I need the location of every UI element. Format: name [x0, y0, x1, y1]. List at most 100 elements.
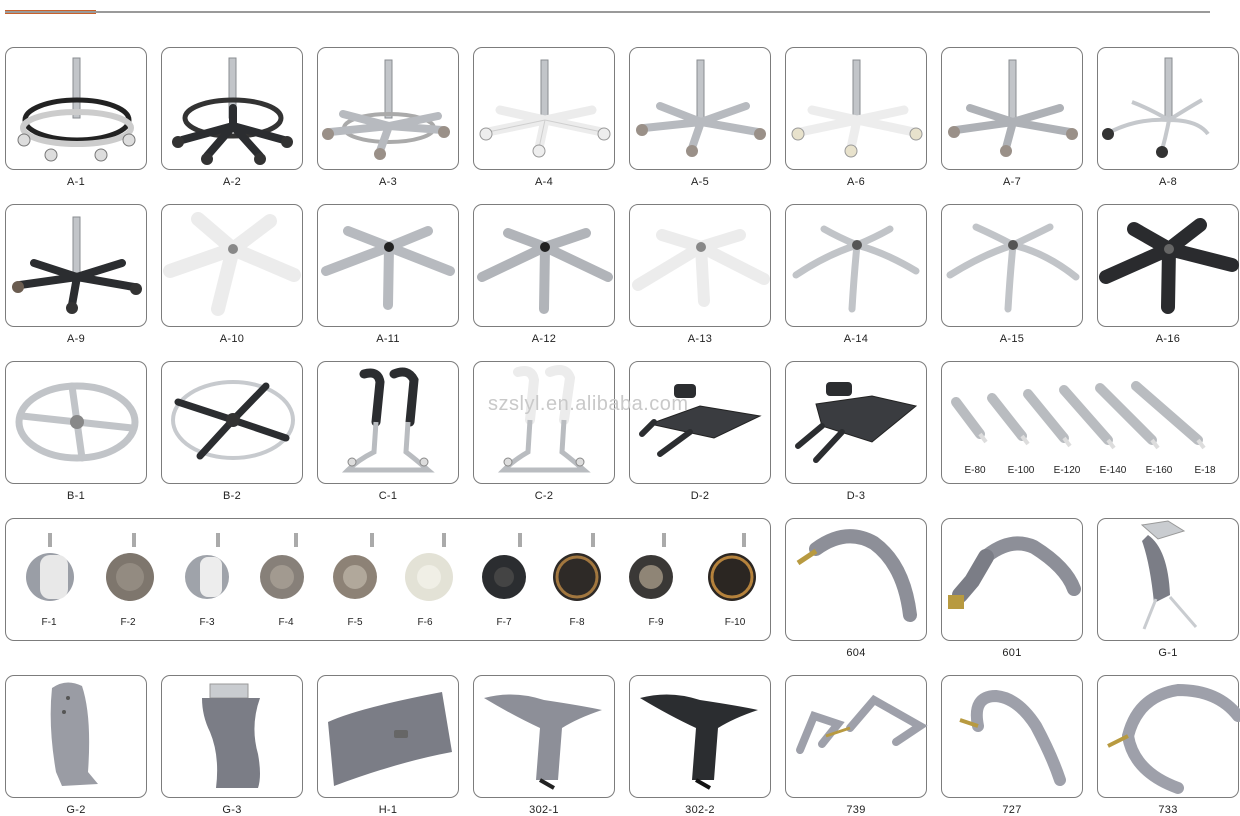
header-rule [5, 11, 1210, 13]
caster-label: F-1 [41, 617, 57, 628]
product-label: A-4 [534, 176, 554, 188]
product-label: B-2 [222, 490, 242, 502]
product-card-a1[interactable] [5, 47, 147, 170]
product-label: A-2 [222, 176, 242, 188]
product-card-b2[interactable] [161, 361, 303, 484]
chair-base-icon [946, 223, 1080, 313]
product-label: 302-1 [529, 804, 559, 816]
product-label: A-15 [999, 333, 1025, 345]
product-card-601[interactable] [941, 518, 1083, 641]
product-label: D-2 [690, 490, 710, 502]
product-label: G-3 [222, 804, 242, 816]
product-card-a8[interactable] [1097, 47, 1239, 170]
product-label: A-1 [66, 176, 86, 188]
product-label: C-2 [534, 490, 554, 502]
product-card-a7[interactable] [941, 47, 1083, 170]
product-card-a2[interactable] [161, 47, 303, 170]
product-label: B-1 [66, 490, 86, 502]
product-card-302-1[interactable] [473, 675, 615, 798]
product-card-a14[interactable] [785, 204, 927, 327]
product-card-a9[interactable] [5, 204, 147, 327]
caster-label: F-8 [569, 617, 585, 628]
chair-base-icon [322, 59, 450, 160]
seat-pad-icon [328, 692, 452, 786]
product-label: A-10 [219, 333, 245, 345]
chair-base-icon [791, 59, 923, 158]
backrest-bracket-icon [202, 683, 260, 788]
product-label: A-8 [1158, 176, 1178, 188]
foot-ring-icon [15, 382, 139, 462]
product-label: A-14 [843, 333, 869, 345]
product-card-a12[interactable] [473, 204, 615, 327]
product-label: 739 [846, 804, 866, 816]
gas-lift-cylinders-icon [951, 381, 1206, 450]
product-label: 601 [1002, 647, 1022, 659]
caster-wheels-icon [26, 533, 756, 601]
product-card-c1[interactable] [317, 361, 459, 484]
product-card-a13[interactable] [629, 204, 771, 327]
caster-label: F-5 [347, 617, 363, 628]
product-card-a5[interactable] [629, 47, 771, 170]
gas-lift-label: E-140 [1099, 465, 1127, 476]
chair-base-icon [477, 228, 613, 314]
product-label: A-12 [531, 333, 557, 345]
caster-label: F-4 [278, 617, 294, 628]
backrest-bracket-icon [1140, 520, 1198, 630]
product-card-a4[interactable] [473, 47, 615, 170]
product-card-g1[interactable] [1097, 518, 1239, 641]
chair-mechanism-icon [639, 384, 762, 457]
gas-lift-label: E-18 [1194, 465, 1216, 476]
armrest-icon [484, 694, 602, 790]
gas-lift-label: E-80 [964, 465, 986, 476]
armrest-icon [640, 694, 758, 790]
product-card-g2[interactable] [5, 675, 147, 798]
product-label: A-11 [376, 333, 400, 345]
product-card-739[interactable] [785, 675, 928, 798]
product-label: G-2 [66, 804, 86, 816]
product-card-a10[interactable] [161, 204, 303, 327]
product-card-a3[interactable] [317, 47, 459, 170]
product-card-h1[interactable] [317, 675, 459, 798]
product-card-a6[interactable] [785, 47, 927, 170]
product-label: H-1 [378, 804, 398, 816]
product-label: A-9 [66, 333, 86, 345]
product-card-gas-lifts[interactable]: E-80 E-100 E-120 E-140 E-160 E-18 [941, 361, 1239, 484]
caster-label: F-6 [417, 617, 433, 628]
armrest-icon [796, 694, 928, 754]
chair-base-icon [1099, 218, 1239, 314]
product-label: 727 [1002, 804, 1022, 816]
product-card-733[interactable] [1097, 675, 1240, 798]
armrest-bracket-icon [341, 367, 435, 473]
chair-base-icon [172, 57, 293, 165]
chair-base-icon [17, 57, 136, 162]
product-card-604[interactable] [785, 518, 927, 641]
product-card-727[interactable] [941, 675, 1083, 798]
product-label: A-16 [1155, 333, 1181, 345]
armrest-icon [959, 689, 1066, 786]
caster-label: F-9 [648, 617, 664, 628]
product-label: D-3 [846, 490, 866, 502]
product-card-a11[interactable] [317, 204, 459, 327]
watermark: szslyl.en.alibaba.com [488, 393, 689, 415]
chair-base-icon [163, 212, 301, 316]
product-card-a16[interactable] [1097, 204, 1239, 327]
product-label: 604 [846, 647, 866, 659]
product-card-g3[interactable] [161, 675, 303, 798]
product-card-a15[interactable] [941, 204, 1083, 327]
chair-base-icon [632, 229, 770, 307]
product-card-c2[interactable] [473, 361, 615, 484]
product-label: A-6 [846, 176, 866, 188]
product-label: A-3 [378, 176, 398, 188]
product-label: 302-2 [685, 804, 715, 816]
product-card-d3[interactable] [785, 361, 927, 484]
chair-base-icon [12, 216, 142, 314]
product-card-d2[interactable] [629, 361, 771, 484]
chair-base-icon [948, 59, 1078, 157]
product-card-casters[interactable]: F-1 F-2 F-3 F-4 F-5 F-6 F-7 F-8 F-9 F-10 [5, 518, 771, 641]
armrest-icon [796, 529, 917, 622]
product-card-b1[interactable] [5, 361, 147, 484]
backrest-bracket-icon [50, 682, 98, 786]
gas-lift-label: E-160 [1145, 465, 1173, 476]
armrest-bracket-icon [497, 365, 591, 473]
product-card-302-2[interactable] [629, 675, 771, 798]
